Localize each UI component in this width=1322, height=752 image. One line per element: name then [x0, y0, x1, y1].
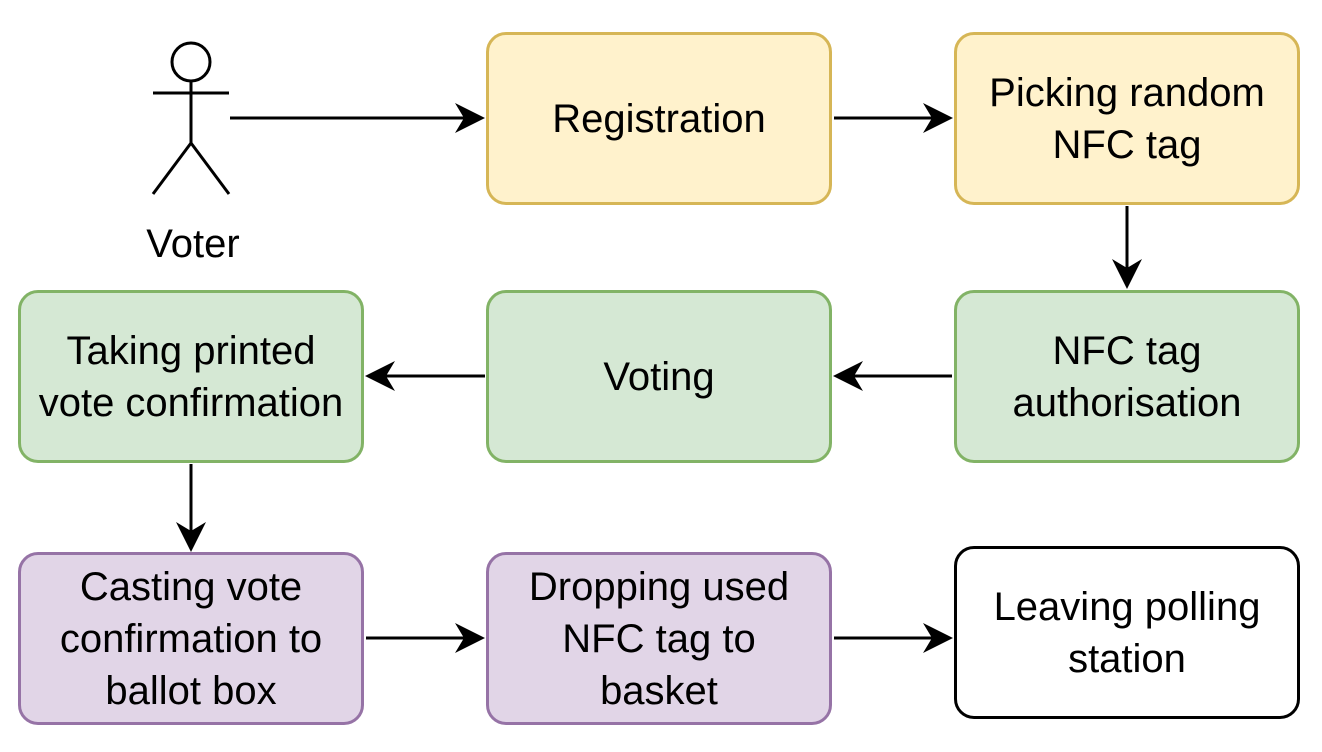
- node-registration-label: Registration: [552, 96, 766, 141]
- node-picking-random-nfc-tag-label: Picking random NFC tag: [989, 70, 1265, 167]
- actor-right-leg: [189, 142, 231, 195]
- actor-left-leg: [151, 142, 193, 195]
- node-voting[interactable]: Voting: [486, 290, 832, 463]
- node-taking-printed-vote-confirmation[interactable]: Taking printed vote confirmation: [18, 290, 364, 463]
- node-picking-random-nfc-tag[interactable]: Picking random NFC tag: [954, 32, 1300, 205]
- actor-head: [170, 41, 212, 83]
- node-casting-vote-confirmation-label: Casting vote confirmation to ballot box: [59, 564, 323, 713]
- node-dropping-used-nfc-tag-label: Dropping used NFC tag to basket: [528, 564, 790, 713]
- node-casting-vote-confirmation[interactable]: Casting vote confirmation to ballot box: [18, 552, 364, 725]
- node-nfc-tag-authorisation-label: NFC tag authorisation: [1012, 328, 1242, 425]
- node-leaving-polling-station[interactable]: Leaving polling station: [954, 546, 1300, 719]
- node-leaving-polling-station-label: Leaving polling station: [993, 584, 1261, 681]
- voter-actor-icon: [151, 41, 231, 195]
- voter-label: Voter: [146, 222, 240, 266]
- node-voting-label: Voting: [603, 354, 715, 399]
- node-registration[interactable]: Registration: [486, 32, 832, 205]
- node-nfc-tag-authorisation[interactable]: NFC tag authorisation: [954, 290, 1300, 463]
- node-dropping-used-nfc-tag[interactable]: Dropping used NFC tag to basket: [486, 552, 832, 725]
- node-taking-printed-vote-confirmation-label: Taking printed vote confirmation: [38, 328, 344, 425]
